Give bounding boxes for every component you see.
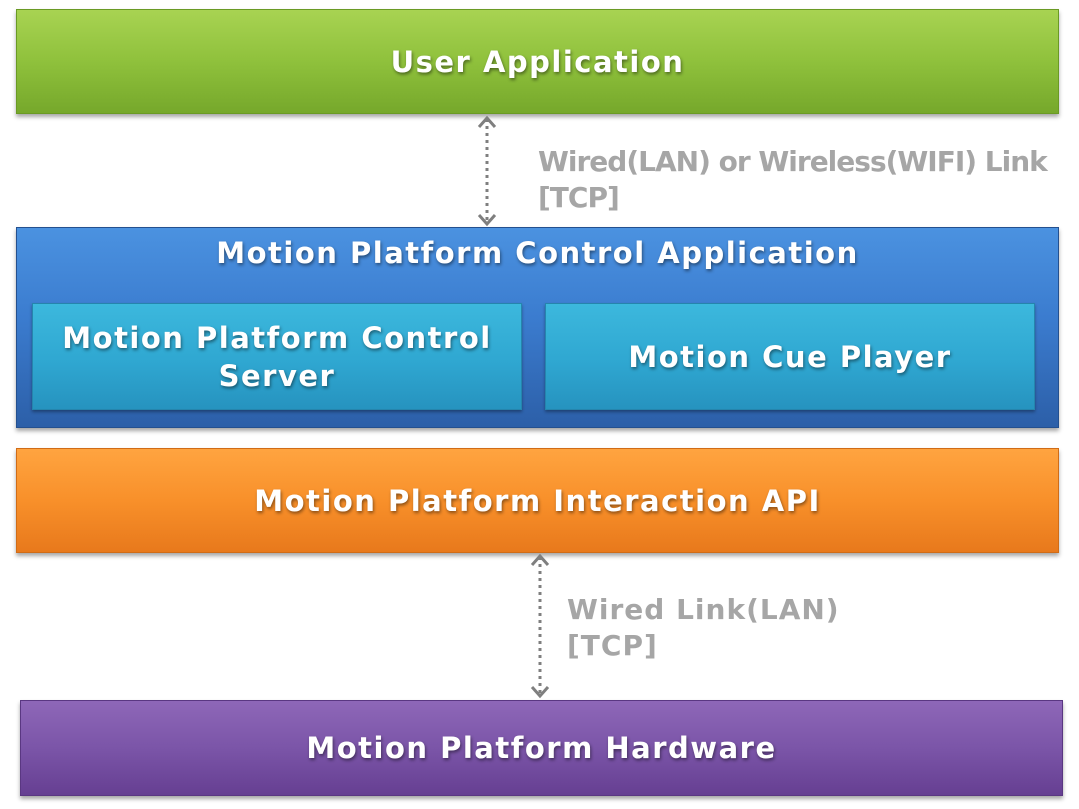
interaction-api-layer: Motion Platform Interaction API: [16, 448, 1059, 553]
interaction-api-label: Motion Platform Interaction API: [254, 483, 821, 518]
cue-player-label: Motion Cue Player: [628, 339, 952, 374]
upper-link-connector: [477, 115, 497, 227]
hardware-label: Motion Platform Hardware: [306, 731, 777, 765]
control-server-label: Motion Platform Control Server: [62, 320, 492, 393]
user-application-layer: User Application: [16, 9, 1059, 114]
lower-link-line2: [TCP]: [567, 629, 658, 662]
lower-link-label: Wired Link(LAN) [TCP]: [567, 592, 840, 664]
user-application-label: User Application: [390, 44, 685, 79]
upper-link-line1: Wired(LAN) or Wireless(WIFI) Link: [538, 145, 1048, 178]
control-server-module: Motion Platform Control Server: [32, 303, 522, 410]
upper-link-label: Wired(LAN) or Wireless(WIFI) Link [TCP]: [538, 144, 1048, 216]
upper-link-line2: [TCP]: [538, 181, 620, 214]
cue-player-module: Motion Cue Player: [545, 303, 1035, 410]
hardware-layer: Motion Platform Hardware: [20, 700, 1063, 796]
control-application-title: Motion Platform Control Application: [216, 236, 859, 270]
control-application-layer: Motion Platform Control Application Moti…: [16, 227, 1059, 428]
lower-link-line1: Wired Link(LAN): [567, 593, 840, 626]
lower-link-connector: [530, 553, 550, 699]
